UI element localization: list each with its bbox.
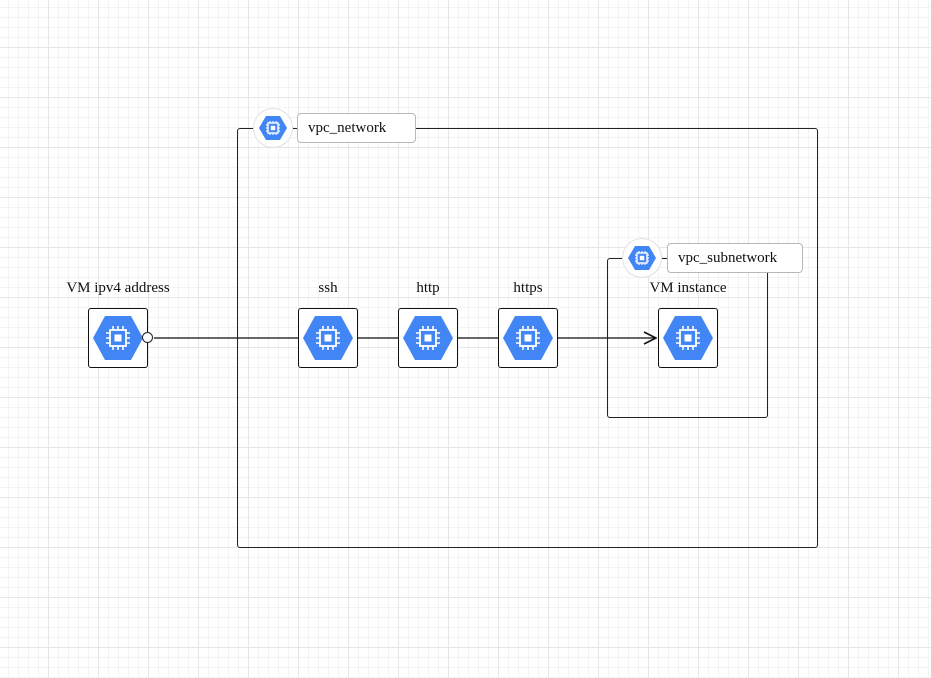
node-vm-instance[interactable] — [658, 308, 718, 368]
compute-engine-icon — [403, 316, 453, 360]
node-label-ssh: ssh — [318, 280, 338, 296]
vpc-network-label[interactable]: vpc_network — [297, 113, 416, 143]
vpc-network-group[interactable] — [237, 128, 818, 548]
node-label-vm-instance: VM instance — [649, 280, 727, 296]
compute-engine-icon — [663, 316, 713, 360]
compute-engine-icon — [628, 246, 656, 270]
compute-engine-icon — [303, 316, 353, 360]
node-https[interactable] — [498, 308, 558, 368]
compute-engine-icon — [93, 316, 143, 360]
node-label-vm-ipv4: VM ipv4 address — [66, 280, 170, 296]
node-output-port[interactable] — [142, 332, 153, 343]
node-ssh[interactable] — [298, 308, 358, 368]
vpc-network-badge — [254, 109, 292, 147]
node-vm-ipv4-address[interactable] — [88, 308, 148, 368]
compute-engine-icon — [259, 116, 287, 140]
node-http[interactable] — [398, 308, 458, 368]
vpc-subnetwork-badge — [623, 239, 661, 277]
compute-engine-icon — [503, 316, 553, 360]
node-label-http: http — [416, 280, 440, 296]
node-label-https: https — [513, 280, 543, 296]
vpc-subnetwork-label[interactable]: vpc_subnetwork — [667, 243, 803, 273]
